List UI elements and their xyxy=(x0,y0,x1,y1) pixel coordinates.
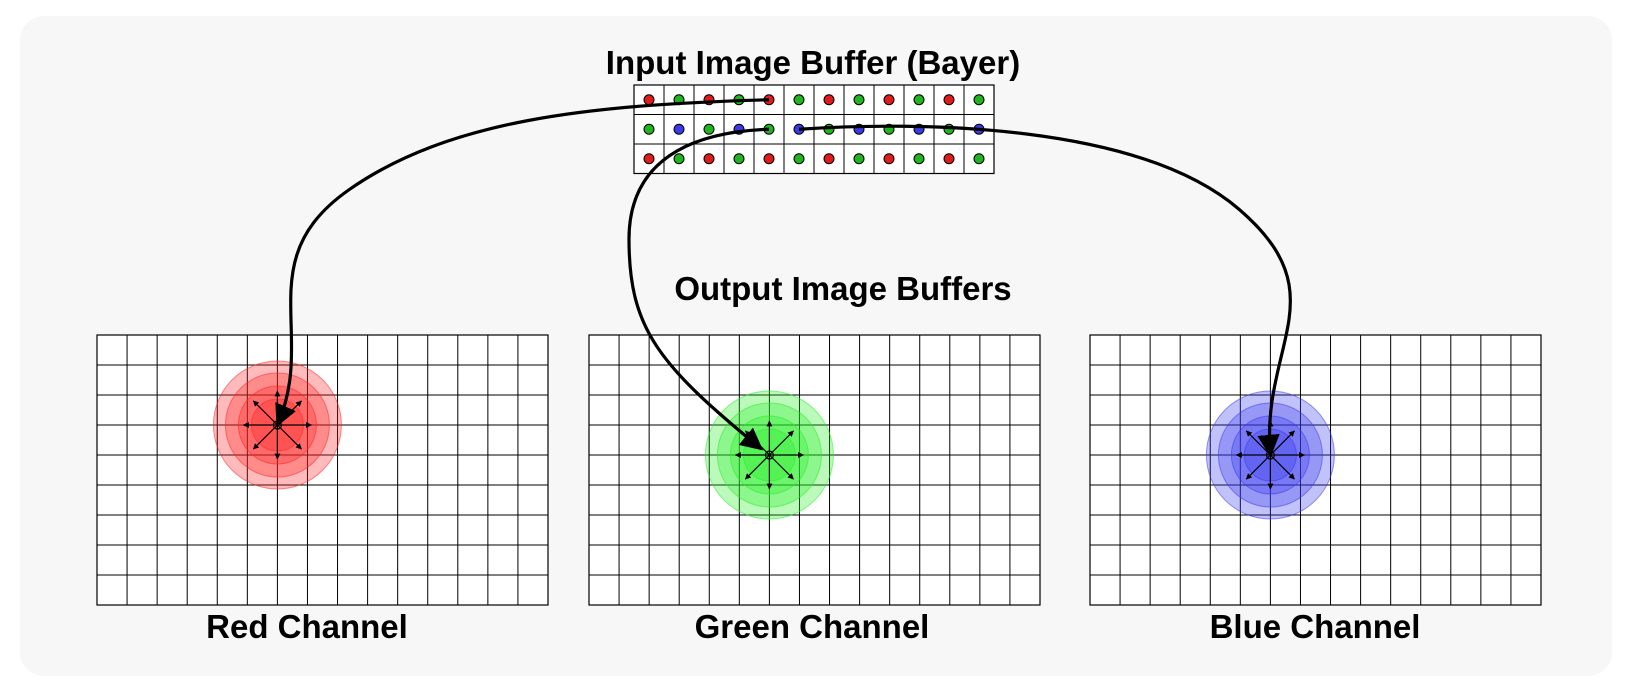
mapping-arrows xyxy=(275,98,1292,458)
blue-mapping-arrow xyxy=(798,124,1292,458)
blue-channel-grid xyxy=(1089,334,1542,606)
green-splat-arrow xyxy=(744,454,770,480)
bayer-dot-R xyxy=(703,153,715,165)
bayer-dot-R xyxy=(823,94,835,106)
green-mapping-arrow xyxy=(627,127,770,451)
bayer-dot-G xyxy=(793,94,805,106)
green-splat xyxy=(704,390,834,520)
red-splat-arrow xyxy=(252,400,278,426)
bayer-dot-G xyxy=(973,94,985,106)
green-channel-grid xyxy=(588,334,1041,606)
bayer-dot-G xyxy=(673,153,685,165)
bayer-dot-R xyxy=(823,153,835,165)
blue-splat-arrow xyxy=(1269,454,1295,480)
red-mapping-arrow xyxy=(275,98,770,428)
blue-channel-buffer: Blue Channel xyxy=(1089,334,1542,645)
bayer-dot-G xyxy=(733,153,745,165)
green-channel-buffer: Green Channel xyxy=(588,334,1041,645)
blue-grid-background xyxy=(1089,334,1542,606)
bayer-dot-G xyxy=(643,123,655,135)
red-channel-label: Red Channel xyxy=(206,608,408,645)
green-channel-label: Green Channel xyxy=(695,608,930,645)
bayer-dot-G xyxy=(913,94,925,106)
bayer-dot-G xyxy=(703,123,715,135)
output-buffers-title: Output Image Buffers xyxy=(674,270,1011,307)
blue-splat-arrow xyxy=(1245,454,1271,480)
red-splat-arrow xyxy=(276,424,302,450)
red-splat-arrow xyxy=(252,424,278,450)
green-splat-arrow xyxy=(768,430,794,456)
green-splat-center xyxy=(764,450,775,460)
bayer-dot-R xyxy=(883,94,895,106)
bayer-dot-R xyxy=(943,153,955,165)
bayer-dot-G xyxy=(853,153,865,165)
blue-channel-label: Blue Channel xyxy=(1210,608,1421,645)
bayer-dot-B xyxy=(673,123,685,135)
bayer-dot-R xyxy=(763,153,775,165)
bayer-dot-R xyxy=(943,94,955,106)
bayer-dot-R xyxy=(643,94,655,106)
bayer-dot-G xyxy=(913,153,925,165)
red-channel-buffer: Red Channel xyxy=(96,334,549,645)
bayer-dot-G xyxy=(853,94,865,106)
green-grid-background xyxy=(588,334,1041,606)
bayer-dot-R xyxy=(643,153,655,165)
bayer-dot-G xyxy=(793,153,805,165)
bayer-dot-G xyxy=(973,153,985,165)
green-splat-arrow xyxy=(768,454,794,480)
bayer-dot-R xyxy=(883,153,895,165)
input-buffer-title: Input Image Buffer (Bayer) xyxy=(606,44,1020,81)
